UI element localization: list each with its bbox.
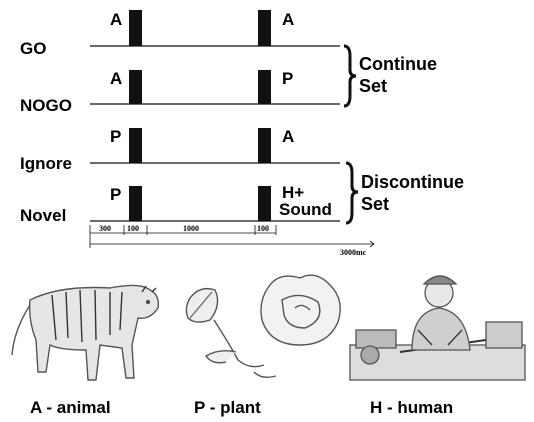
stimulus-label-1: P — [110, 185, 121, 204]
stimulus-bar-1 — [129, 128, 142, 163]
caption-animal: A - animal — [30, 398, 111, 417]
stimulus-bar-2 — [258, 10, 271, 46]
stimulus-bar-1 — [129, 70, 142, 104]
row-novel: Novel P H+ Sound — [20, 183, 340, 225]
machinist-illustration — [349, 275, 526, 381]
discontinue-set-label-2: Set — [361, 194, 389, 214]
caption-plant: P - plant — [194, 398, 261, 417]
row-go: GO A A — [20, 10, 340, 58]
timeline-label-300: 300 — [99, 224, 111, 233]
caption-human: H - human — [370, 398, 453, 417]
rose-illustration — [185, 274, 341, 379]
continue-set-label-1: Continue — [359, 54, 437, 74]
condition-label-ignore: Ignore — [20, 154, 72, 173]
stimulus-label-2: A — [282, 10, 294, 29]
stimulus-bar-2 — [258, 70, 271, 104]
timeline-total-label: 3000mc — [340, 248, 367, 257]
stimulus-bar-2 — [258, 186, 271, 221]
stimulus-label-2: A — [282, 127, 294, 146]
stimulus-label-1: P — [110, 127, 121, 146]
timeline — [89, 225, 375, 248]
stimulus-label-2: P — [282, 69, 293, 88]
condition-label-go: GO — [20, 39, 46, 58]
brace-continue — [343, 44, 357, 108]
stimulus-bar-1 — [129, 10, 142, 46]
stimulus-label-1: A — [110, 10, 122, 29]
stimulus-bar-1 — [129, 186, 142, 221]
timeline-label-1000: 1000 — [183, 224, 199, 233]
row-nogo: NOGO A P — [20, 69, 340, 115]
timeline-label-100a: 100 — [127, 224, 139, 233]
timeline-label-100b: 100 — [257, 224, 269, 233]
stimulus-bar-2 — [258, 128, 271, 163]
condition-label-novel: Novel — [20, 206, 66, 225]
row-ignore: Ignore P A — [20, 127, 340, 173]
condition-label-nogo: NOGO — [20, 96, 72, 115]
stimulus-label-1: A — [110, 69, 122, 88]
discontinue-set-group: Discontinue Set — [345, 161, 464, 225]
continue-set-label-2: Set — [359, 76, 387, 96]
stimulus-label-2a: H+ — [282, 183, 304, 202]
timeline-arrowhead — [369, 240, 375, 248]
tiger-illustration — [11, 284, 160, 381]
discontinue-set-label-1: Discontinue — [361, 172, 464, 192]
stimulus-label-2b: Sound — [279, 200, 332, 219]
brace-discontinue — [345, 161, 359, 225]
continue-set-group: Continue Set — [343, 44, 437, 108]
